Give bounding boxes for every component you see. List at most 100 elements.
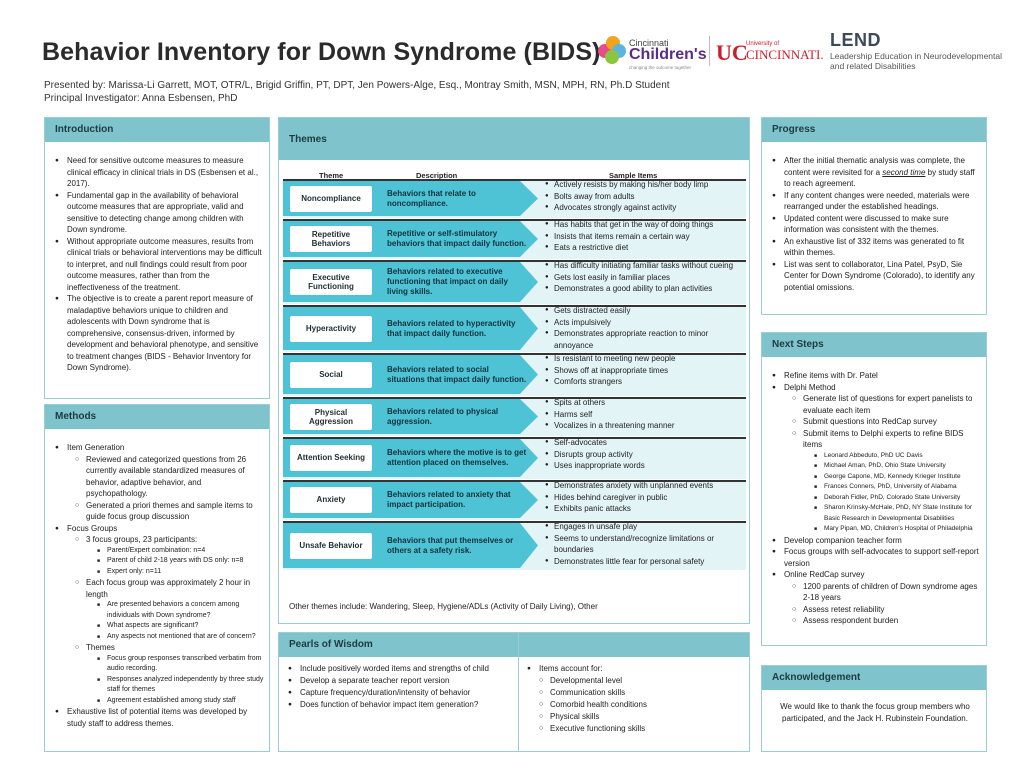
list-item: Michael Aman, PhD, Ohio State University xyxy=(814,461,982,472)
theme-description: Behaviors related to hyperactivity that … xyxy=(387,318,516,338)
theme-sample-items: Self-advocatesDisrupts group activityUse… xyxy=(545,437,745,472)
list-item: Responses analyzed independently by thre… xyxy=(97,675,265,696)
uc-big-text: CINCINNATI. xyxy=(746,47,824,62)
progress-b1-pre: After the initial thematic analysis was … xyxy=(784,156,965,177)
list-item: Online RedCap survey 1200 parents of chi… xyxy=(772,569,982,627)
theme-name: Executive Functioning xyxy=(290,269,372,295)
sample-item: Disrupts group activity xyxy=(545,449,745,461)
list-item: Parent of child 2-18 years with DS only:… xyxy=(97,556,265,567)
col-description-header: Description xyxy=(416,171,458,180)
methods-panel: Methods Item Generation Reviewed and cat… xyxy=(44,404,270,752)
pearls-header: Pearls of Wisdom xyxy=(279,633,518,657)
list-item: Expert only: n=11 xyxy=(97,567,265,578)
list-item: Delphi Method Generate list of questions… xyxy=(772,382,982,535)
items-account-label: Items account for: xyxy=(539,664,603,673)
methods-list: Item Generation Reviewed and categorized… xyxy=(55,442,265,729)
theme-description: Repetitive or self-stimulatory behaviors… xyxy=(387,229,527,248)
next-steps-header: Next Steps xyxy=(762,333,986,357)
list-item: Comorbid health conditions xyxy=(539,699,742,711)
list-item: Generate list of questions for expert pa… xyxy=(792,393,982,416)
list-item: If any content changes were needed, mate… xyxy=(772,190,980,213)
pearls-right-col: Items account for: Developmental level C… xyxy=(527,663,742,735)
sample-item: Gets distracted easily xyxy=(545,305,745,317)
sample-item: Demonstrates little fear for personal sa… xyxy=(545,556,745,568)
sample-item: Hides behind caregiver in public xyxy=(545,492,745,504)
list-item: Are presented behaviors a concern among … xyxy=(97,600,265,621)
sample-item: Eats a restrictive diet xyxy=(545,242,745,254)
list-item: Focus Groups 3 focus groups, 23 particip… xyxy=(55,523,265,707)
list-item: Developmental level xyxy=(539,675,742,687)
list-item: Capture frequency/duration/intensity of … xyxy=(288,687,513,699)
theme-row-divider xyxy=(283,260,746,262)
theme-sample-items: Has difficulty initiating familiar tasks… xyxy=(545,260,745,295)
progress-panel: Progress After the initial thematic anal… xyxy=(761,117,987,315)
uc-small-text: University of xyxy=(746,41,780,47)
list-item: After the initial thematic analysis was … xyxy=(772,155,980,190)
theme-name: Unsafe Behavior xyxy=(290,533,372,559)
theme-name: Physical Aggression xyxy=(290,404,372,430)
list-item: List was sent to collaborator, Lina Pate… xyxy=(772,259,980,294)
list-item: Parent/Expert combination: n=4 xyxy=(97,546,265,557)
focus-groups-label: Focus Groups xyxy=(67,523,118,533)
sample-item: Gets lost easily in familiar places xyxy=(545,272,745,284)
sample-item: Uses inappropriate words xyxy=(545,460,745,472)
cincinnati-childrens-logo: Cincinnati Children's changing the outco… xyxy=(598,34,707,74)
list-item: Physical skills xyxy=(539,711,742,723)
acknowledgement-text: We would like to thank the focus group m… xyxy=(780,702,970,723)
sample-item: Bolts away from adults xyxy=(545,191,745,203)
theme-row-divider xyxy=(283,353,746,355)
introduction-header: Introduction xyxy=(45,118,269,142)
poster-title: Behavior Inventory for Down Syndrome (BI… xyxy=(42,38,601,66)
sample-item: Spits at others xyxy=(545,397,745,409)
university-of-cincinnati-logo: UC University of CINCINNATI. xyxy=(716,40,828,70)
theme-row-divider xyxy=(283,437,746,439)
theme-sample-items: Actively resists by making his/her body … xyxy=(545,179,745,214)
theme-name: Attention Seeking xyxy=(290,445,372,471)
theme-name: Social xyxy=(290,362,372,388)
list-item: Does function of behavior impact item ge… xyxy=(288,699,513,711)
list-item: Leonard Abbeduto, PhD UC Davis xyxy=(814,451,982,462)
list-item: Develop companion teacher form xyxy=(772,535,982,547)
sample-item: Is resistant to meeting new people xyxy=(545,353,745,365)
cincinnati-childrens-mark-icon xyxy=(598,36,628,66)
sample-item: Shows off at inappropriate times xyxy=(545,365,745,377)
list-item: Exhaustive list of potential items was d… xyxy=(55,706,265,729)
theme-row-divider xyxy=(283,480,746,482)
lend-title: LEND xyxy=(830,30,881,50)
lend-logo: LEND Leadership Education in Neurodevelo… xyxy=(830,30,1018,80)
sample-item: Engages in unsafe play xyxy=(545,521,745,533)
theme-sample-items: Is resistant to meeting new peopleShows … xyxy=(545,353,745,388)
sample-item: Vocalizes in a threatening manner xyxy=(545,420,745,432)
methods-header: Methods xyxy=(45,405,269,429)
logo-divider xyxy=(709,36,710,66)
lend-subtitle-2: and related Disabilities xyxy=(830,61,916,71)
fg-themes-text: Themes xyxy=(86,643,115,652)
acknowledgement-header: Acknowledgement xyxy=(762,666,986,690)
list-item: Submit questions into RedCap survey xyxy=(792,416,982,428)
theme-description: Behaviors related to executive functioni… xyxy=(387,267,508,296)
list-item: What aspects are significant? xyxy=(97,621,265,632)
sample-item: Acts impulsively xyxy=(545,317,745,329)
principal-investigator: Principal Investigator: Anna Esbensen, P… xyxy=(44,93,238,104)
introduction-list: Need for sensitive outcome measures to m… xyxy=(55,155,263,374)
delphi-label: Delphi Method xyxy=(784,382,836,392)
sample-item: Exhibits panic attacks xyxy=(545,503,745,515)
acknowledgement-panel: Acknowledgement xyxy=(761,665,987,752)
progress-header: Progress xyxy=(762,118,986,142)
pearls-divider xyxy=(518,632,519,752)
list-item: Need for sensitive outcome measures to m… xyxy=(55,155,263,190)
sample-item: Demonstrates appropriate reaction to min… xyxy=(545,328,745,351)
themes-header: Themes xyxy=(279,118,749,160)
pearls-header-right xyxy=(519,633,749,657)
progress-b1-emphasis: second time xyxy=(882,167,926,177)
fg-groups-text: 3 focus groups, 23 participants: xyxy=(86,535,198,544)
theme-description: Behaviors related to physical aggression… xyxy=(387,406,499,426)
list-item: Sharon Krinsky-McHale, PhD, NY State Ins… xyxy=(814,503,982,524)
fg-length-text: Each focus group was approximately 2 hou… xyxy=(86,578,251,599)
presented-by: Presented by: Marissa-Li Garrett, MOT, O… xyxy=(44,80,670,91)
theme-row-divider xyxy=(283,521,746,523)
theme-name: Hyperactivity xyxy=(290,316,372,342)
